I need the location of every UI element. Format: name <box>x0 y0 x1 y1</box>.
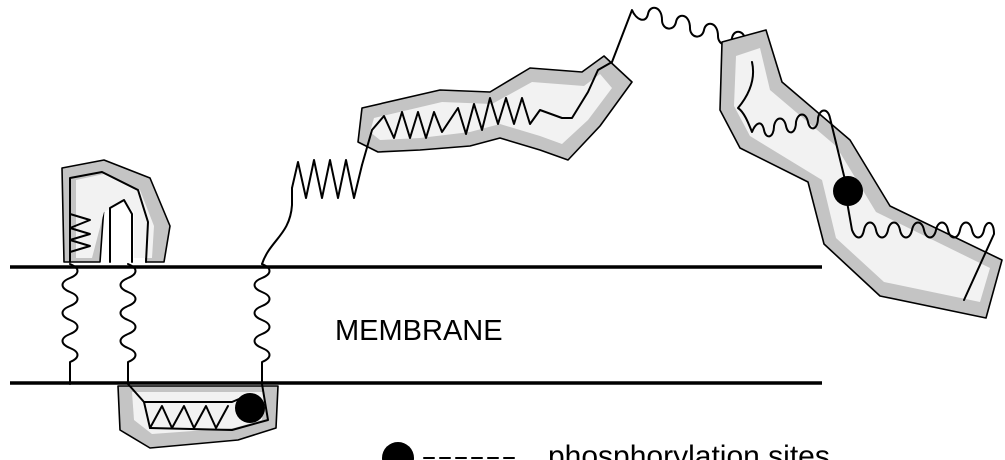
membrane-label: MEMBRANE <box>335 315 503 347</box>
phosphorylation-site-dot-2 <box>833 176 863 206</box>
linker-strand <box>262 188 292 264</box>
cytoplasmic-helix-domain-2 <box>720 30 1002 318</box>
transmembrane-helix-2 <box>121 264 136 384</box>
phosphorylation-site-dot-1 <box>235 393 265 423</box>
cytoplasmic-helix-domain-1 <box>358 56 632 165</box>
legend: phosphorylation sites <box>382 440 830 460</box>
legend-phosphorylation-dot <box>382 442 414 460</box>
transmembrane-helix-1 <box>63 264 78 384</box>
free-zigzag <box>292 160 362 198</box>
extracellular-hairpin-domain <box>62 160 170 262</box>
legend-label: phosphorylation sites <box>548 440 830 460</box>
transmembrane-helix-3 <box>255 264 270 384</box>
